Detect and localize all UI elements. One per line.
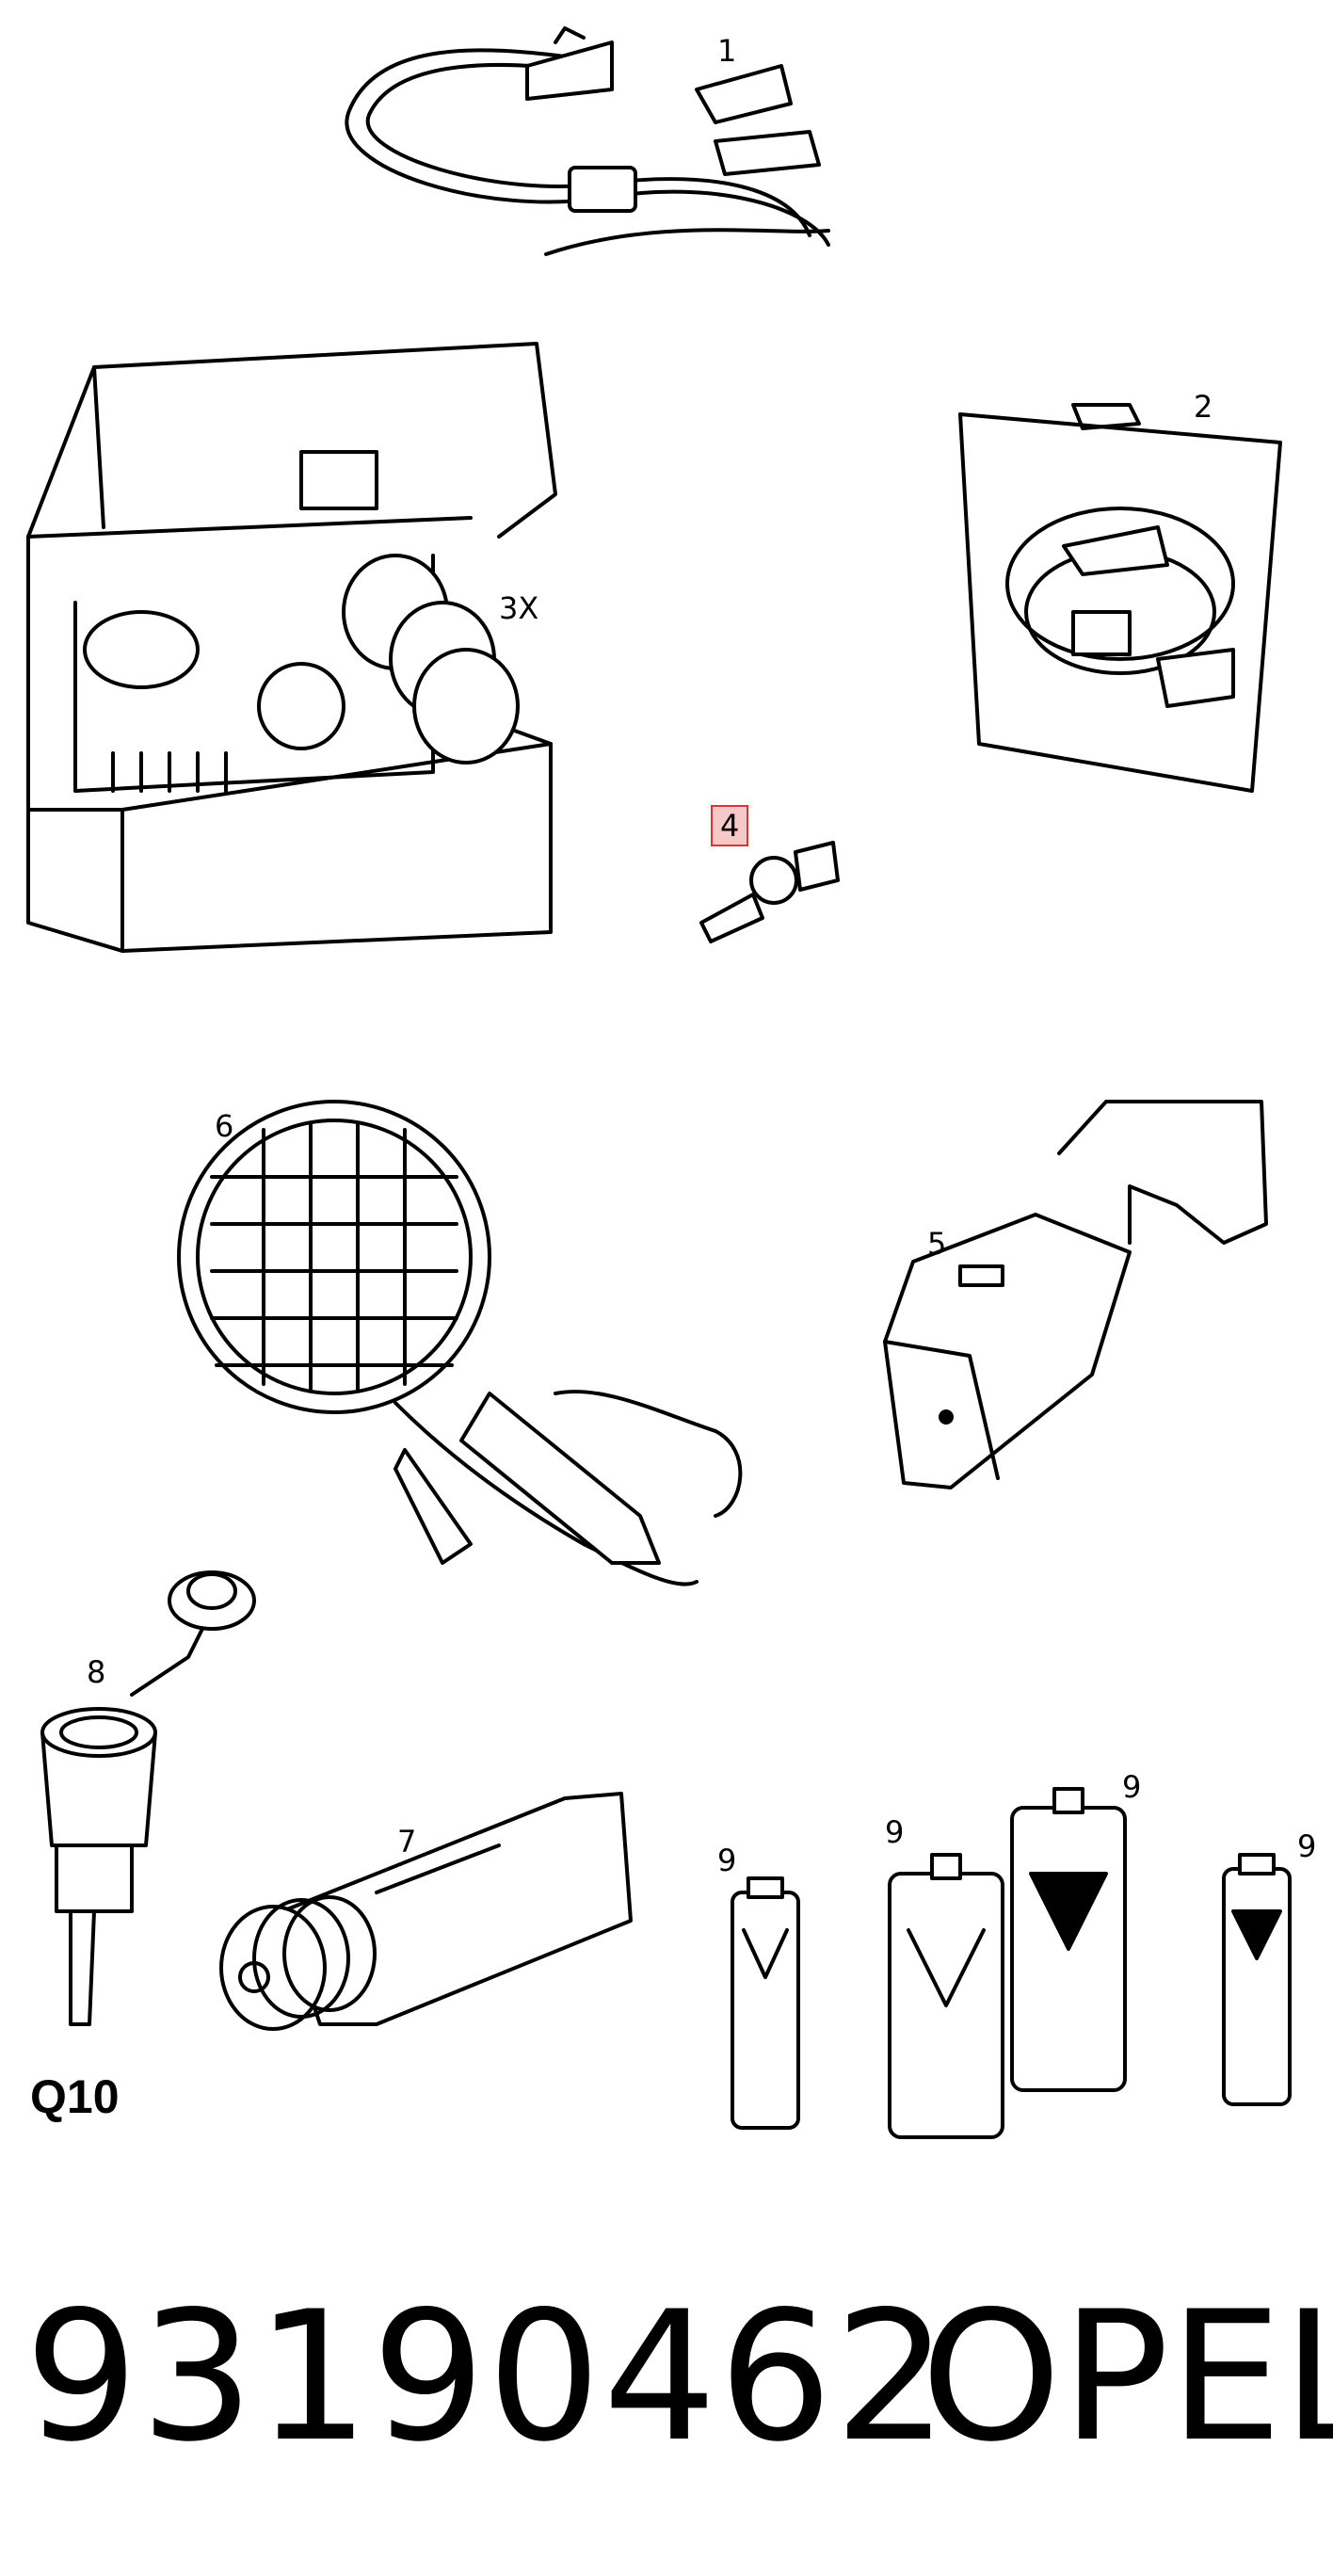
callout-7: 7 bbox=[397, 1824, 417, 1860]
callout-1: 1 bbox=[717, 33, 737, 69]
accessory-socket-icon bbox=[40, 1570, 256, 2026]
h4-bulb-icon bbox=[699, 841, 840, 943]
battery-aa-right-icon bbox=[1222, 1853, 1292, 2106]
bulb-kit-box-icon bbox=[26, 342, 557, 953]
inspection-lamp-icon bbox=[883, 1100, 1268, 1489]
battery-c-middle-icon bbox=[888, 1853, 1004, 2139]
work-light-icon bbox=[177, 1100, 743, 1586]
callout-9-aa-left: 9 bbox=[717, 1843, 737, 1878]
callout-9-aa-right: 9 bbox=[1297, 1828, 1317, 1864]
cable-bag-icon bbox=[958, 403, 1282, 793]
callout-3x: 3X bbox=[499, 590, 539, 626]
part-number: 93190462 bbox=[24, 2273, 951, 2481]
callout-8: 8 bbox=[87, 1654, 106, 1690]
figure-code: Q10 bbox=[30, 2070, 120, 2123]
callout-6: 6 bbox=[215, 1108, 234, 1144]
battery-c-back-icon bbox=[1010, 1787, 1127, 2092]
jumper-cable-icon bbox=[345, 26, 830, 256]
cigarette-lighter-icon bbox=[219, 1792, 633, 2031]
callout-4-highlighted[interactable]: 4 bbox=[711, 805, 749, 846]
battery-aa-left-icon bbox=[731, 1876, 800, 2130]
callout-2: 2 bbox=[1194, 389, 1213, 425]
brand-name: OPEL bbox=[921, 2273, 1333, 2481]
callout-9-c-back: 9 bbox=[1122, 1769, 1142, 1805]
callout-9-c-middle: 9 bbox=[885, 1814, 905, 1850]
callout-5: 5 bbox=[927, 1226, 947, 1262]
